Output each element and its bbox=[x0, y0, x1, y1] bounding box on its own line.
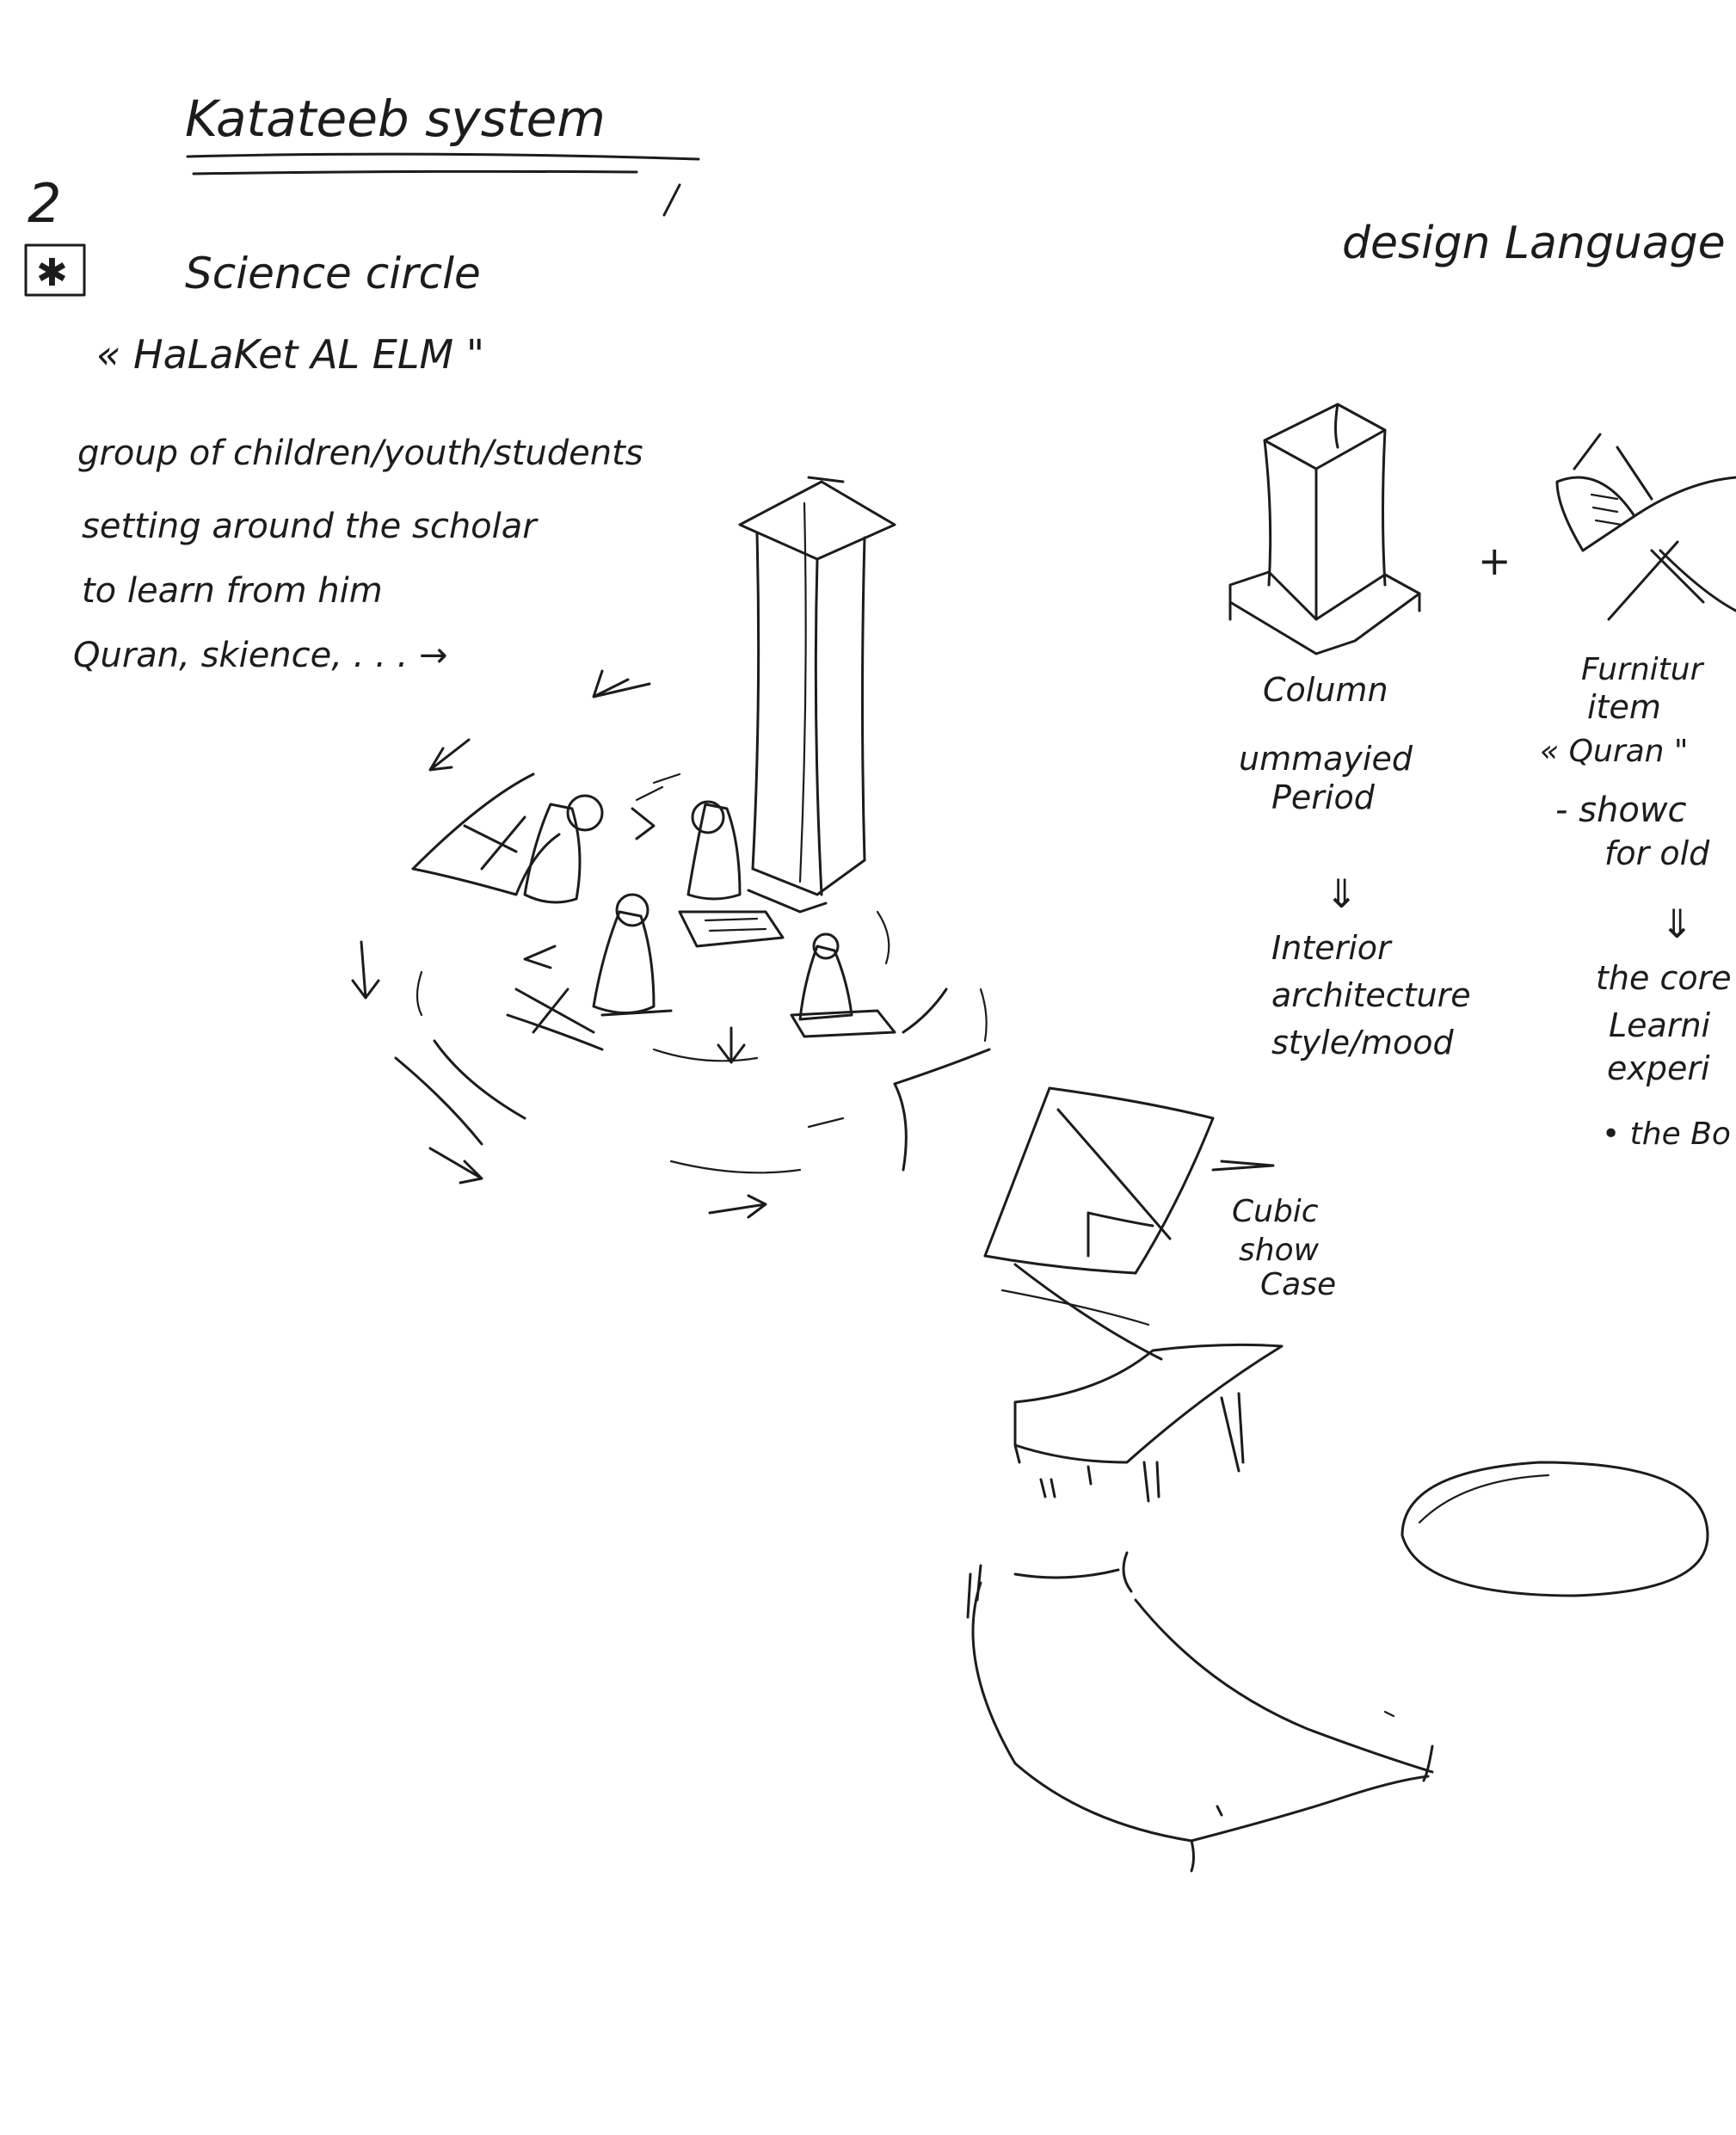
column-result-3: style/mood bbox=[1271, 1024, 1454, 1061]
column-label: Column bbox=[1263, 671, 1388, 709]
furniture-note-2: for old bbox=[1604, 834, 1710, 872]
plus-sign: + bbox=[1478, 538, 1511, 584]
column-arrow: ⇓ bbox=[1325, 871, 1358, 917]
column-sub-2: Period bbox=[1271, 778, 1376, 816]
description-line-3: to learn from him bbox=[82, 571, 383, 611]
title-tick bbox=[664, 185, 680, 215]
showcase-label-2: show bbox=[1239, 1233, 1320, 1268]
design-language-heading: design Language bbox=[1342, 218, 1726, 269]
furniture-arrow: ⇓ bbox=[1660, 901, 1694, 947]
curved-seat-sketch bbox=[968, 1553, 1432, 1871]
description-line-1: group of children/youth/students bbox=[77, 434, 643, 473]
title-underline-1 bbox=[188, 154, 699, 159]
section-heading: Science circle bbox=[185, 249, 481, 298]
title-underline-2 bbox=[194, 171, 637, 174]
furniture-note-1: - showc bbox=[1555, 791, 1687, 830]
description-line-2: setting around the scholar bbox=[82, 507, 539, 546]
column-result-2: architecture bbox=[1271, 976, 1471, 1014]
cubic-showcase-sketch bbox=[985, 1088, 1282, 1501]
column-sub-1: ummayied bbox=[1239, 740, 1413, 778]
furniture-result-3: experi bbox=[1607, 1049, 1710, 1087]
page-number: 2 bbox=[28, 172, 61, 235]
page-title: Katateeb system bbox=[185, 89, 606, 148]
science-circle-sketch bbox=[353, 477, 989, 1217]
section-subheading: « HaLaKet AL ELM " bbox=[96, 331, 484, 378]
furniture-result-2: Learni bbox=[1609, 1006, 1711, 1044]
showcase-label-3: Case bbox=[1260, 1267, 1336, 1302]
column-sketch bbox=[1230, 404, 1419, 654]
furniture-label-2: item bbox=[1587, 688, 1661, 726]
furniture-quote: « Quran " bbox=[1540, 734, 1689, 769]
oval-sketch bbox=[1402, 1462, 1708, 1596]
star-icon: ✱ bbox=[36, 251, 68, 295]
showcase-label-1: Cubic bbox=[1232, 1194, 1319, 1229]
section-description: group of children/youth/students setting… bbox=[73, 434, 643, 675]
quran-stand-sketch bbox=[1557, 434, 1736, 619]
furniture-result-4: • the Bo bbox=[1602, 1117, 1731, 1152]
description-line-4: Quran, skience, . . . → bbox=[73, 636, 448, 675]
column-result-1: Interior bbox=[1271, 929, 1393, 967]
furniture-label-1: Furnitur bbox=[1581, 652, 1705, 687]
furniture-result-1: the core bbox=[1596, 959, 1732, 997]
